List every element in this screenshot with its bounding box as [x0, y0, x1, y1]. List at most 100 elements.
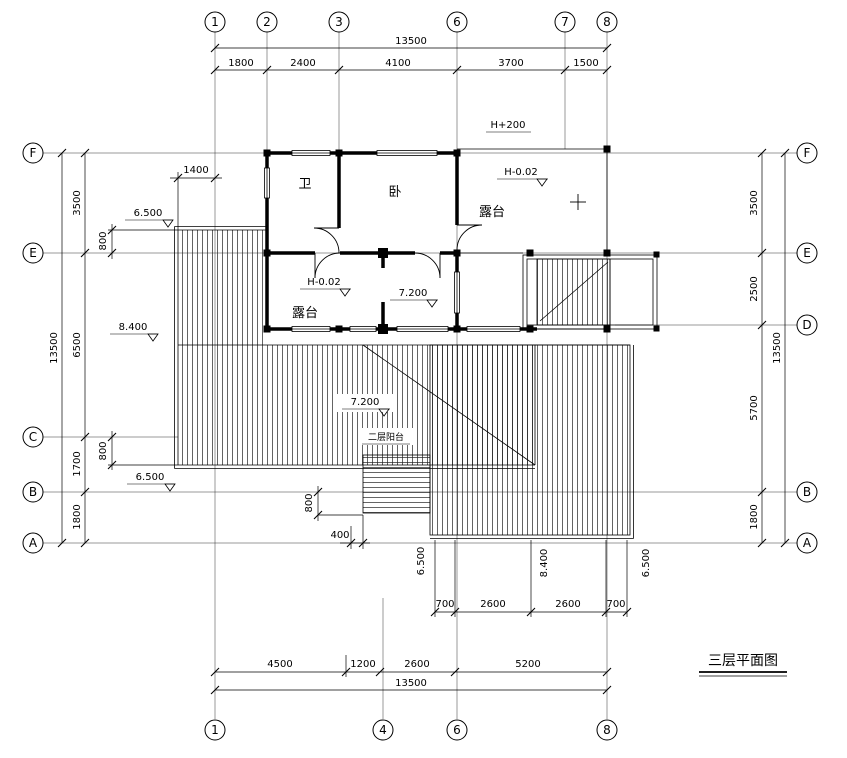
- dim-right-seg-1: 2500: [749, 276, 760, 301]
- grid-label-right-F: F: [804, 146, 811, 160]
- grid-bubble-top-8: [596, 11, 618, 33]
- terrace-diagonal: [362, 344, 536, 466]
- dim-top-seg-4: 1500: [573, 58, 598, 69]
- window: [396, 326, 449, 332]
- level-7200-low: 7.200: [351, 397, 380, 408]
- grid-label-top-7: 7: [561, 15, 569, 29]
- grid-label-top-8: 8: [603, 15, 611, 29]
- windows: [264, 150, 521, 332]
- drawing-title: 三层平面图: [708, 653, 778, 669]
- dim-right-total: 13500: [772, 332, 783, 364]
- door: [314, 252, 341, 279]
- room-label-terrace-upper: 露台: [479, 205, 505, 220]
- level-markers: [110, 131, 586, 492]
- plus-mark: [570, 194, 586, 210]
- dim-bsmall-2: 2600: [555, 599, 580, 610]
- label-knockouts: [336, 394, 414, 445]
- room-label-terrace-mid: 露台: [292, 306, 318, 321]
- grid-label-top-6: 6: [453, 15, 461, 29]
- dim-bsmall-1: 2600: [480, 599, 505, 610]
- exterior-stair-outline: [362, 454, 431, 514]
- grid-bubble-right-B: [796, 481, 818, 503]
- terrace-hatch-right: [430, 345, 630, 535]
- grid-bubble-right-E: [796, 242, 818, 264]
- grid-bubble-left-A: [22, 532, 44, 554]
- grid-label-left-A: A: [29, 536, 38, 550]
- grid-bubble-left-B: [22, 481, 44, 503]
- level-bottom-1: 8.400: [539, 549, 550, 578]
- grid-bubble-right-A: [796, 532, 818, 554]
- grid-label-bottom-8: 8: [603, 723, 611, 737]
- dim-right-seg-0: 3500: [749, 190, 760, 215]
- level-h-plus-200: H+200: [491, 120, 526, 131]
- grid-label-right-E: E: [803, 246, 811, 260]
- grid-bubbles: [22, 11, 818, 741]
- dim-800-top: 800: [98, 231, 109, 250]
- dim-top-seg-0: 1800: [228, 58, 253, 69]
- grid-label-left-B: B: [29, 485, 37, 499]
- grid-bubble-left-F: [22, 142, 44, 164]
- dim-left-seg-0: 3500: [72, 190, 83, 215]
- terrace-hatch-upper-left: [178, 230, 267, 345]
- grid-bubble-top-6: [446, 11, 468, 33]
- grid-bubble-top-7: [554, 11, 576, 33]
- dim-left-total: 13500: [49, 332, 60, 364]
- terrace-borders: [174, 148, 658, 539]
- dim-bsmall-3: 700: [606, 599, 625, 610]
- dim-top-seg-1: 2400: [290, 58, 315, 69]
- grid-label-top-2: 2: [263, 15, 271, 29]
- grid-bubble-left-E: [22, 242, 44, 264]
- dim-400: 400: [330, 530, 349, 541]
- level-bottom-2: 6.500: [641, 549, 652, 578]
- terrace-hatch-areas: [178, 230, 630, 535]
- dim-right-seg-2: 5700: [749, 395, 760, 420]
- grid-bubble-bottom-8: [596, 719, 618, 741]
- grid-label-top-3: 3: [335, 15, 343, 29]
- grid-label-bottom-1: 1: [211, 723, 219, 737]
- grid-bubble-labels: 1 2 3 6 7 8 1 4 6 8 F E C B A F E D B A: [29, 15, 812, 737]
- note-balcony: 二层阳台: [368, 431, 404, 443]
- doors: [313, 224, 483, 279]
- window: [376, 150, 438, 156]
- dim-top-seg-3: 3700: [498, 58, 523, 69]
- columns: [263, 145, 660, 334]
- dim-left-seg-2: 1700: [72, 451, 83, 476]
- room-label-bedroom: 卧: [388, 185, 401, 200]
- window: [466, 326, 521, 332]
- grid-label-right-D: D: [802, 318, 811, 332]
- grid-bubble-right-D: [796, 314, 818, 336]
- dim-bottom-seg-2: 2600: [404, 659, 429, 670]
- grid-bubble-top-2: [256, 11, 278, 33]
- grid-label-right-A: A: [803, 536, 812, 550]
- title-block: 三层平面图: [699, 653, 787, 677]
- dim-top-total: 13500: [395, 36, 427, 47]
- grid-label-left-F: F: [30, 146, 37, 160]
- dim-bsmall-0: 700: [435, 599, 454, 610]
- door: [414, 252, 441, 279]
- dim-800-stair: 800: [304, 493, 315, 512]
- level-8400-left: 8.400: [119, 322, 148, 333]
- window: [454, 271, 460, 314]
- dim-800-left: 800: [98, 441, 109, 460]
- dim-bottom-seg-1: 1200: [350, 659, 375, 670]
- room-label-bath: 卫: [298, 177, 311, 192]
- dim-bottom-seg-3: 5200: [515, 659, 540, 670]
- grid-label-top-1: 1: [211, 15, 219, 29]
- window: [291, 326, 331, 332]
- dim-bottom-seg-0: 4500: [267, 659, 292, 670]
- dim-left-seg-3: 1800: [72, 504, 83, 529]
- grid-bubble-top-1: [204, 11, 226, 33]
- grid-label-bottom-6: 6: [453, 723, 461, 737]
- level-6500-upper: 6.500: [134, 208, 163, 219]
- dim-1400: 1400: [183, 165, 208, 176]
- door: [456, 224, 483, 251]
- grid-bubble-bottom-6: [446, 719, 468, 741]
- window: [349, 326, 377, 332]
- grid-label-left-E: E: [29, 246, 37, 260]
- exterior-stair-hatch: [363, 455, 430, 513]
- level-bottom-0: 6.500: [416, 547, 427, 576]
- grid-bubble-bottom-1: [204, 719, 226, 741]
- grid-bubble-bottom-4: [372, 719, 394, 741]
